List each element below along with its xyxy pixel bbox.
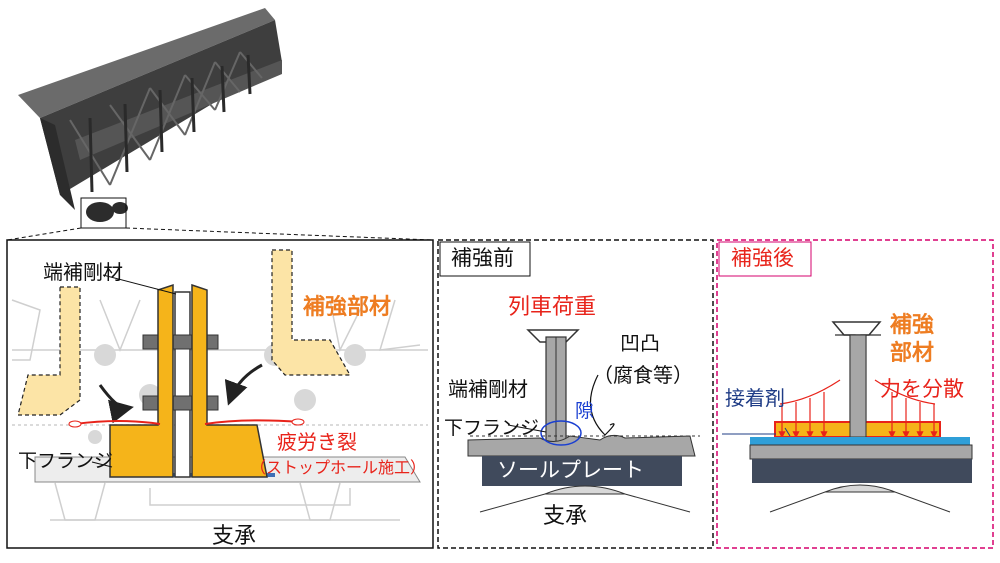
- before-title: 補強前: [451, 246, 514, 270]
- gap-label: 隙: [575, 400, 595, 422]
- before-panel-frame: [437, 239, 714, 549]
- zoom-line-right: [125, 227, 434, 241]
- left-end-stiffener-label: 端補剛材: [43, 260, 123, 284]
- distribution-arrows: [778, 379, 938, 439]
- after-sole-plate: [752, 459, 972, 483]
- before-title-box: [439, 241, 531, 277]
- reinforcement-right-installed: [191, 283, 268, 478]
- corrosion-label: （腐食等）: [593, 363, 693, 387]
- left-lower-flange-label: 下フランジ: [18, 450, 114, 472]
- left-reinforcement-label: 補強部材: [303, 295, 392, 320]
- before-sole-plate: [482, 456, 682, 486]
- stop-hole-label: （ストップホール施工）: [250, 458, 427, 477]
- before-end-stiffener-label: 端補剛材: [448, 377, 528, 401]
- left-bearing-label: 支承: [212, 524, 257, 549]
- after-title-box: [718, 241, 812, 277]
- reinforcement-left-ghost: [17, 286, 81, 416]
- fatigue-crack: [68, 418, 305, 428]
- after-lower-flange: [749, 444, 973, 460]
- fatigue-crack-label: 疲労き裂: [277, 430, 357, 454]
- end-stiffener-plate: [174, 291, 191, 478]
- end-stiffener-leader: [102, 274, 177, 295]
- sole-plate-label: ソールプレート: [497, 458, 644, 482]
- install-arrow-left: [98, 384, 134, 424]
- before-bearing-label: 支承: [543, 504, 588, 529]
- unevenness-leader: [589, 374, 615, 436]
- after-stiffener: [849, 334, 867, 438]
- flange-leader: [91, 461, 113, 468]
- reinforcement-left-installed: [109, 283, 174, 478]
- zoom-line-left: [6, 227, 82, 241]
- install-arrow-right: [224, 363, 263, 406]
- before-lower-flange-label: 下フランジ: [444, 417, 540, 439]
- left-panel-background: [11, 299, 428, 521]
- truss-bridge-image: [18, 8, 282, 222]
- unevenness-label: 凹凸: [620, 331, 660, 355]
- after-title: 補強後: [731, 246, 794, 270]
- after-reinforcement-label-1: 補強: [890, 313, 935, 338]
- reinforcement-right-ghost: [271, 249, 352, 376]
- distribute-force-label: 力を分散: [880, 377, 964, 401]
- before-lower-flange: [467, 434, 696, 457]
- train-load-label: 列車荷重: [508, 295, 597, 320]
- adhesive-label: 接着剤: [725, 386, 785, 410]
- gap-circle: [540, 420, 582, 446]
- before-bearing: [544, 485, 626, 495]
- after-reinforcement-label-2: 部材: [890, 341, 935, 366]
- zoom-box: [80, 197, 127, 229]
